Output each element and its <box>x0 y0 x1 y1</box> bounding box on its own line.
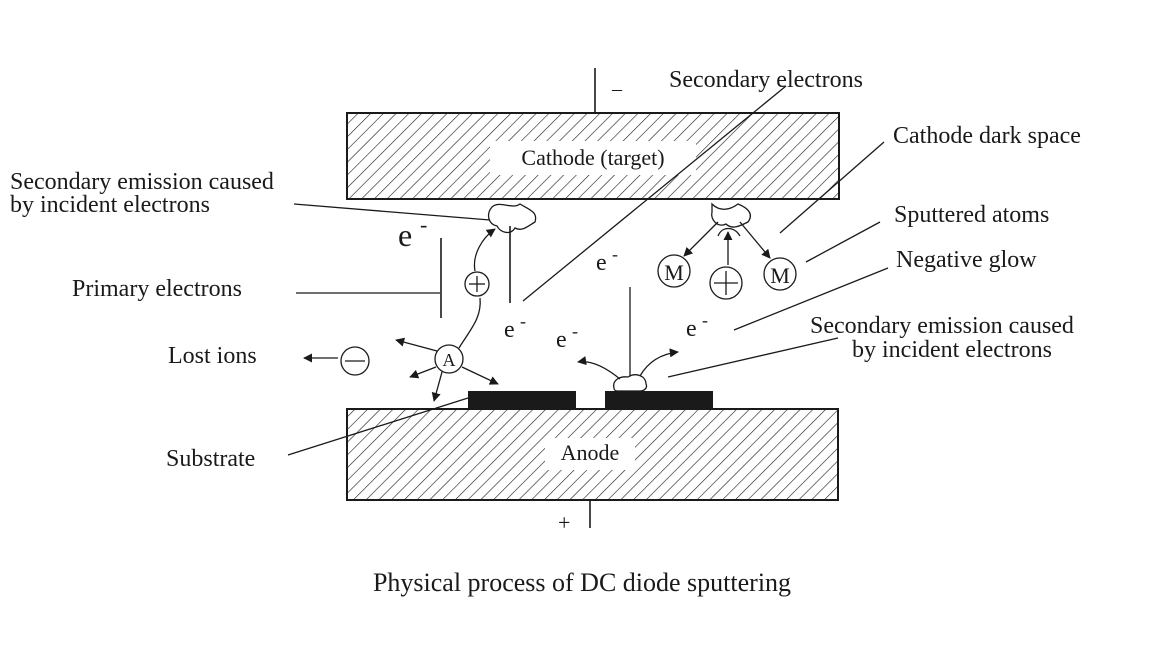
leader-sputtered-atoms <box>805 221 881 263</box>
cathode-label: Cathode (target) <box>521 145 664 170</box>
label-substrate: Substrate <box>166 446 255 472</box>
svg-text:-: - <box>520 311 526 331</box>
cathode-plate: Cathode (target) <box>346 112 840 200</box>
electron-label-2: e - <box>504 311 526 343</box>
argon-atom: A <box>434 344 464 374</box>
diagram-caption: Physical process of DC diode sputtering <box>373 568 791 597</box>
svg-text:e: e <box>504 317 515 343</box>
svg-text:-: - <box>572 321 578 341</box>
leader-secondary-emission-top <box>293 203 491 221</box>
label-secondary-emission-top-1: Secondary emission caused <box>10 169 274 195</box>
svg-text:-: - <box>612 244 618 264</box>
argon-arrow-4 <box>461 366 499 385</box>
sputtered-atom-m-left: M <box>657 254 691 288</box>
svg-text:M: M <box>770 263 790 288</box>
emission-blob-cathode-right <box>711 202 752 228</box>
atom-arrow-left <box>683 221 719 257</box>
ion-path-up <box>473 228 496 272</box>
label-sputtered-atoms: Sputtered atoms <box>894 202 1049 228</box>
svg-text:M: M <box>664 260 684 285</box>
electron-label-3: e - <box>556 321 578 353</box>
label-secondary-emission-right-2: by incident electrons <box>852 337 1052 363</box>
label-cathode-dark-space: Cathode dark space <box>893 123 1081 149</box>
svg-text:-: - <box>702 310 708 330</box>
leader-secondary-emission-right <box>667 337 839 378</box>
leader-substrate <box>287 397 469 456</box>
cathode-polarity: – <box>611 78 623 100</box>
argon-arrow-2 <box>409 366 437 379</box>
anode-label: Anode <box>561 440 620 465</box>
lost-negative-ion <box>340 346 370 376</box>
svg-text:e: e <box>596 250 607 276</box>
svg-text:e: e <box>686 316 697 342</box>
positive-ion-center <box>709 266 743 300</box>
argon-path <box>458 297 481 349</box>
atom-arrow-right <box>739 221 771 259</box>
svg-text:e: e <box>556 327 567 353</box>
svg-text:A: A <box>443 350 456 370</box>
leader-cathode-dark-space <box>779 141 885 234</box>
label-secondary-electrons: Secondary electrons <box>669 67 863 93</box>
leader-negative-glow <box>733 267 889 331</box>
anode-plate: Anode <box>346 408 839 501</box>
substrate-right <box>605 391 713 409</box>
substrate-left <box>468 391 576 409</box>
electron-label-1: e - <box>596 244 618 276</box>
label-secondary-emission-right-1: Secondary emission caused <box>810 313 1074 339</box>
sputtered-atom-m-right: M <box>763 257 797 291</box>
label-secondary-emission-top-2: by incident electrons <box>10 192 210 218</box>
svg-text:-: - <box>420 212 427 237</box>
ion-curve <box>717 227 741 237</box>
label-primary-electrons: Primary electrons <box>72 276 242 302</box>
argon-arrow-3 <box>431 371 443 402</box>
leader-secondary-electrons <box>522 85 787 302</box>
anode-emission-arrow-left <box>577 356 621 380</box>
argon-arrow-1 <box>395 337 438 352</box>
svg-text:e: e <box>398 217 412 253</box>
positive-ion-left <box>464 271 490 297</box>
emission-blob-cathode-left <box>487 203 537 234</box>
anode-polarity: + <box>558 510 570 535</box>
label-lost-ions: Lost ions <box>168 343 257 369</box>
anode-emission-arrow-right <box>639 348 679 377</box>
label-negative-glow: Negative glow <box>896 247 1037 273</box>
electron-label-large: e - <box>398 212 427 253</box>
electron-label-4: e - <box>686 310 708 342</box>
emission-blob-anode <box>613 374 648 392</box>
